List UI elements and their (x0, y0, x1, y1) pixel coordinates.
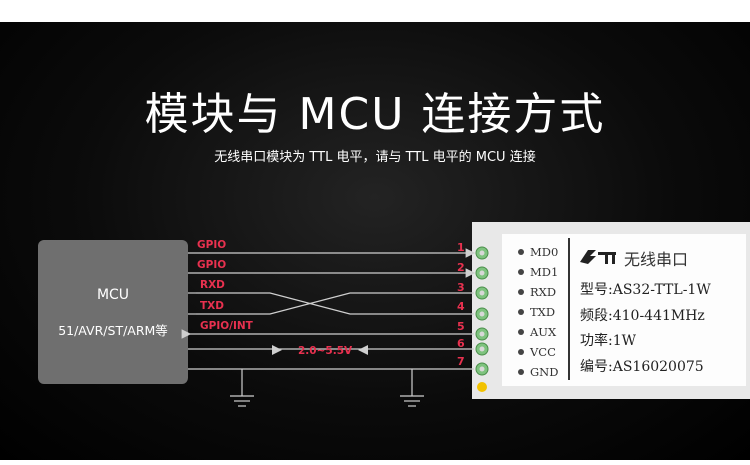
pin-dot (518, 289, 524, 295)
mcu-subtitle: 51/AVR/ST/ARM等 (58, 323, 168, 338)
module-pin-label: MD1 (530, 265, 559, 279)
module-band: 频段:410-441MHz (580, 308, 705, 324)
wire-label: GPIO (197, 259, 227, 271)
pin-dot (518, 349, 524, 355)
label-divider (568, 238, 570, 380)
module-power: 功率:1W (580, 333, 637, 349)
page-subtitle: 无线串口模块为 TTL 电平，请与 TTL 电平的 MCU 连接 (214, 150, 536, 165)
module-model: 型号:AS32-TTL-1W (580, 282, 711, 298)
pin-dot (518, 309, 524, 315)
pin-number: 2 (457, 261, 465, 274)
pin-number: 5 (457, 320, 465, 333)
module-pin-label: RXD (530, 285, 557, 299)
wire-cross-1 (196, 292, 474, 315)
wire-label: RXD (200, 279, 225, 291)
module-brand-name: 无线串口 (624, 250, 689, 269)
pin-dot (518, 269, 524, 275)
module-label-sticker (502, 234, 746, 386)
wire-label: GPIO (197, 239, 227, 251)
top-white-bar (0, 0, 750, 22)
wire-label: GPIO/INT (200, 320, 253, 332)
voltage-arrow-left-icon (358, 345, 368, 355)
pin-number: 3 (457, 281, 465, 294)
voltage-label: 2.0~5.5V (298, 345, 353, 357)
pin-number: 6 (457, 337, 465, 350)
module-pin-label: AUX (530, 325, 557, 339)
mcu-name: MCU (96, 287, 130, 303)
wire-cross-2 (196, 292, 474, 315)
page-title: 模块与 MCU 连接方式 (144, 89, 606, 140)
wire-label: TXD (200, 300, 224, 312)
mounting-hole-icon (477, 382, 487, 392)
bottom-white-bar (0, 460, 750, 465)
module-pin-label: MD0 (530, 245, 559, 259)
mcu-box: MCU 51/AVR/ST/ARM等 (38, 240, 188, 384)
module-pin-label: GND (530, 365, 559, 379)
pin-header (475, 246, 489, 376)
module-pin-label: VCC (530, 345, 556, 359)
pin-number: 1 (457, 241, 465, 254)
pin-dot (518, 329, 524, 335)
brand-logo-icon (580, 250, 616, 264)
pin-dot (518, 249, 524, 255)
module-pin-label: TXD (530, 305, 556, 319)
pin-dot (518, 369, 524, 375)
pin-number: 4 (457, 300, 465, 313)
module-serial: 编号:AS16020075 (580, 359, 704, 375)
pin-number: 7 (457, 355, 465, 368)
voltage-arrow-right-icon (272, 345, 282, 355)
